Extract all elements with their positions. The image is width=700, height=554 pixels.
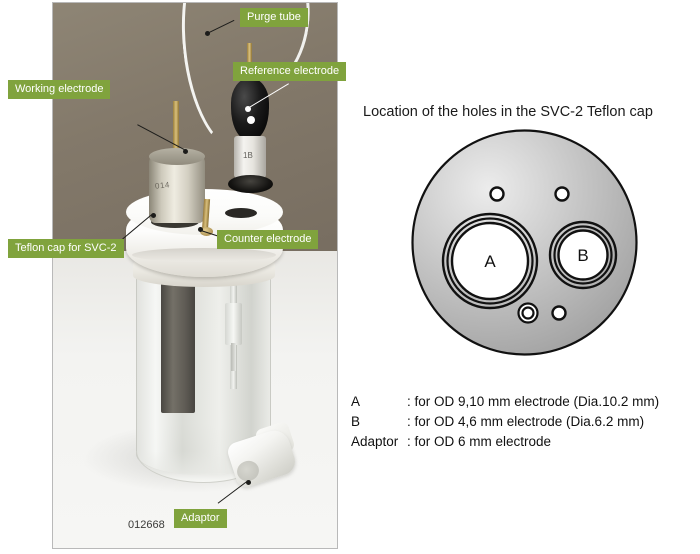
callout-reference-electrode[interactable]: Reference electrode [233, 62, 347, 81]
hole-b-middle-ring [553, 225, 613, 285]
reference-electrode-barrel [234, 136, 266, 178]
callout-working-electrode[interactable]: Working electrode [8, 80, 111, 99]
inner-electrode-frit [225, 303, 242, 345]
legend-key-b: B [351, 414, 361, 429]
legend-value-adaptor: : for OD 6 mm electrode [407, 434, 552, 449]
teflon-cap-hole-diagram: A B [411, 129, 638, 356]
working-electrode-anchor-dot [183, 149, 188, 154]
reference-electrode-highlight [247, 116, 255, 124]
hole-b-bore [557, 229, 609, 281]
working-electrode-marking: 014 [154, 180, 171, 191]
working-electrode-pin [173, 101, 179, 155]
legend-row-adaptor: Adaptor : for OD 6 mm electrode [351, 432, 659, 452]
product-photo: 014 1B 012668 [52, 2, 338, 549]
working-electrode-top [149, 148, 205, 165]
hole-a-middle-ring [446, 217, 534, 305]
legend-list: A : for OD 9,10 mm electrode (Dia.10.2 m… [351, 392, 659, 452]
legend-value-a: : for OD 9,10 mm electrode (Dia.10.2 mm) [407, 394, 660, 409]
legend-value-b: : for OD 4,6 mm electrode (Dia.6.2 mm) [407, 414, 645, 429]
inner-electrode-plate [161, 273, 195, 413]
adaptor-anchor-dot [246, 480, 251, 485]
teflon-cap-groove [132, 248, 276, 262]
hole-a-outer-ring [441, 212, 539, 310]
hole-a-label: A [484, 252, 496, 271]
reference-electrode-anchor-dot [245, 106, 251, 112]
callout-purge-tube[interactable]: Purge tube [240, 8, 308, 27]
callout-adaptor[interactable]: Adaptor [174, 509, 227, 528]
legend-key-a: A [351, 394, 361, 409]
callout-teflon-cap[interactable]: Teflon cap for SVC-2 [8, 239, 124, 258]
hole-b-label: B [577, 246, 588, 265]
hole-b-outer-ring [548, 220, 618, 290]
small-hole-bottom-right [551, 305, 567, 321]
cap-hole-b [225, 208, 257, 218]
reference-electrode-collar [228, 175, 273, 193]
reference-electrode-marking: 1B [243, 151, 253, 160]
small-hole-bottom-left-inner [521, 306, 535, 320]
small-hole-top-right [554, 186, 570, 202]
legend-key-adaptor: Adaptor [351, 434, 399, 449]
small-hole-top-left [489, 186, 505, 202]
callout-counter-electrode[interactable]: Counter electrode [217, 230, 319, 249]
hole-a-bore [450, 221, 530, 301]
diagram-title: Location of the holes in the SVC-2 Teflo… [363, 104, 653, 120]
working-electrode-barrel [149, 155, 205, 223]
counter-electrode-anchor-dot [198, 227, 203, 232]
legend-row-a: A : for OD 9,10 mm electrode (Dia.10.2 m… [351, 392, 659, 412]
legend-row-b: B : for OD 4,6 mm electrode (Dia.6.2 mm) [351, 412, 659, 432]
catalog-number: 012668 [128, 519, 165, 531]
teflon-cap-anchor-dot [151, 213, 156, 218]
inner-electrode-tip [231, 343, 236, 371]
